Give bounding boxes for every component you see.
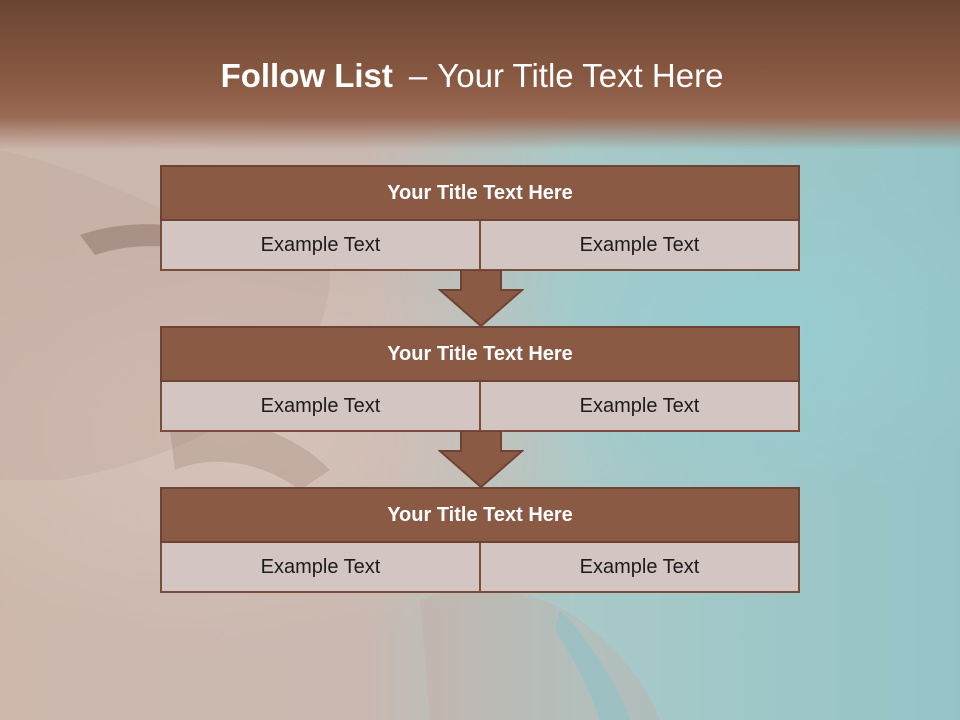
list-step-2: Your Title Text Here Example Text Exampl…	[160, 326, 800, 432]
down-arrow-icon	[438, 431, 524, 489]
step-right-text: Example Text	[481, 382, 800, 432]
step-right-text: Example Text	[481, 543, 800, 593]
list-step-3: Your Title Text Here Example Text Exampl…	[160, 487, 800, 593]
step-title: Your Title Text Here	[160, 165, 800, 221]
down-arrow-icon	[438, 270, 524, 328]
slide-title-bold: Follow List	[220, 57, 393, 94]
step-left-text: Example Text	[160, 221, 481, 271]
step-right-text: Example Text	[481, 221, 800, 271]
step-left-text: Example Text	[160, 382, 481, 432]
step-row: Example Text Example Text	[160, 382, 800, 432]
header-band	[0, 0, 960, 150]
step-title: Your Title Text Here	[160, 326, 800, 382]
slide-title: Follow List–Your Title Text Here	[0, 52, 944, 100]
slide-title-separator: –	[408, 57, 428, 94]
slide-title-rest: Your Title Text Here	[437, 57, 724, 94]
step-row: Example Text Example Text	[160, 221, 800, 271]
step-left-text: Example Text	[160, 543, 481, 593]
step-row: Example Text Example Text	[160, 543, 800, 593]
list-step-1: Your Title Text Here Example Text Exampl…	[160, 165, 800, 271]
step-title: Your Title Text Here	[160, 487, 800, 543]
